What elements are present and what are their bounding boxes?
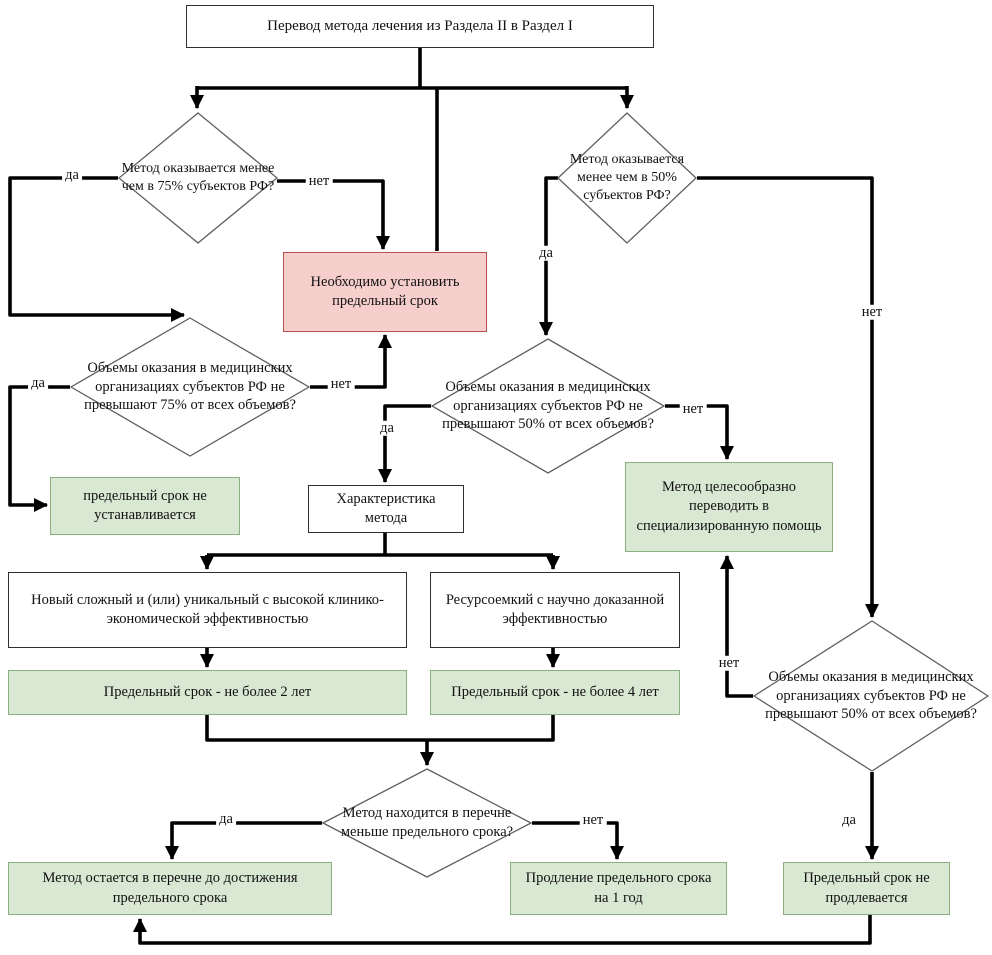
edge [133, 915, 872, 945]
node-stays-in-list-label: Метод остается в перечне до достижения п… [42, 870, 298, 906]
node-start-label: Перевод метода лечения из Раздела II в Р… [267, 17, 573, 34]
diamond-outline [70, 317, 310, 457]
node-stays-in-list: Метод остается в перечне до достижения п… [8, 862, 332, 915]
node-to-specialized-label: Метод целесообразно переводить в специал… [636, 479, 822, 534]
edge [165, 821, 322, 860]
node-deadline-2y-label: Предельный срок - не более 2 лет [103, 683, 312, 700]
node-check50: Метод оказывается менее чем в 50% субъек… [557, 112, 697, 244]
edge-label-volumes50r-yes: да [839, 813, 859, 828]
edge-label-inlist-no: нет [579, 813, 607, 828]
node-volumes50: Объемы оказания в медицинских организаци… [431, 338, 665, 474]
edge-label-volumes50r-no: нет [715, 656, 743, 671]
edge [697, 176, 879, 618]
node-set-deadline-label: Необходимо установить предельный срок [310, 273, 460, 309]
node-method-profile: Характеристика метода [308, 485, 464, 533]
edge-label-volumes75-yes: да [28, 376, 48, 391]
node-no-deadline-label: предельный срок не устанавливается [83, 487, 207, 523]
node-resource-intensive: Ресурсоемкий с научно доказанной эффекти… [430, 572, 680, 648]
edge-label-volumes50-no: нет [679, 402, 707, 417]
node-volumes50-right: Объемы оказания в медицинских организаци… [753, 620, 989, 772]
edge-label-check50-no: нет [858, 305, 886, 320]
edge [378, 404, 431, 483]
edge [277, 179, 390, 250]
diamond-outline [753, 620, 989, 772]
node-new-complex-label: Новый сложный и (или) уникальный с высок… [31, 591, 384, 627]
edge [205, 715, 555, 742]
node-deadline-4y-label: Предельный срок - не более 4 лет [451, 683, 659, 700]
node-start: Перевод метода лечения из Раздела II в Р… [186, 5, 654, 48]
node-volumes50-label: Объемы оказания в медицинских организаци… [442, 378, 654, 433]
edge [539, 176, 558, 336]
diamond-outline [431, 338, 665, 474]
node-extend-1y: Продление предельного срока на 1 год [510, 862, 727, 915]
edge [532, 821, 624, 860]
node-volumes75-label: Объемы оказания в медицинских организаци… [84, 359, 296, 414]
edge-label-volumes75-no: нет [327, 377, 355, 392]
node-new-complex: Новый сложный и (или) уникальный с высок… [8, 572, 407, 648]
node-volumes50-right-label: Объемы оказания в медицинских организаци… [765, 668, 977, 723]
edge-label-volumes50-yes: да [377, 421, 397, 436]
node-in-list-check: Метод находится в перечне меньше предель… [322, 768, 532, 878]
node-method-profile-label: Характеристика метода [336, 490, 436, 526]
node-check50-label: Метод оказывается менее чем в 50% субъек… [569, 151, 685, 204]
diamond-outline [557, 112, 697, 244]
node-no-extension-label: Предельный срок не продлевается [803, 870, 930, 906]
node-deadline-4y: Предельный срок - не более 4 лет [430, 670, 680, 715]
edge-label-check75-no: нет [305, 174, 333, 189]
diamond-outline [118, 112, 278, 244]
node-to-specialized: Метод целесообразно переводить в специал… [625, 462, 833, 552]
node-no-extension: Предельный срок не продлевается [783, 862, 950, 915]
edge-label-check50-yes: да [536, 246, 556, 261]
node-check75-label: Метод оказывается менее чем в 75% субъек… [121, 160, 275, 194]
node-resource-intensive-label: Ресурсоемкий с научно доказанной эффекти… [445, 591, 665, 627]
node-extend-1y-label: Продление предельного срока на 1 год [525, 870, 712, 906]
node-check75: Метод оказывается менее чем в 75% субъек… [118, 112, 278, 244]
node-set-deadline: Необходимо установить предельный срок [283, 252, 487, 332]
edge-label-inlist-yes: да [216, 812, 236, 827]
node-in-list-check-label: Метод находится в перечне меньше предель… [340, 805, 514, 840]
node-volumes75: Объемы оказания в медицинских организаци… [70, 317, 310, 457]
diamond-outline [322, 768, 532, 878]
node-deadline-2y: Предельный срок - не более 2 лет [8, 670, 407, 715]
node-no-deadline: предельный срок не устанавливается [50, 477, 240, 535]
edge [720, 555, 753, 698]
edge-label-check75-yes: да [62, 168, 82, 183]
